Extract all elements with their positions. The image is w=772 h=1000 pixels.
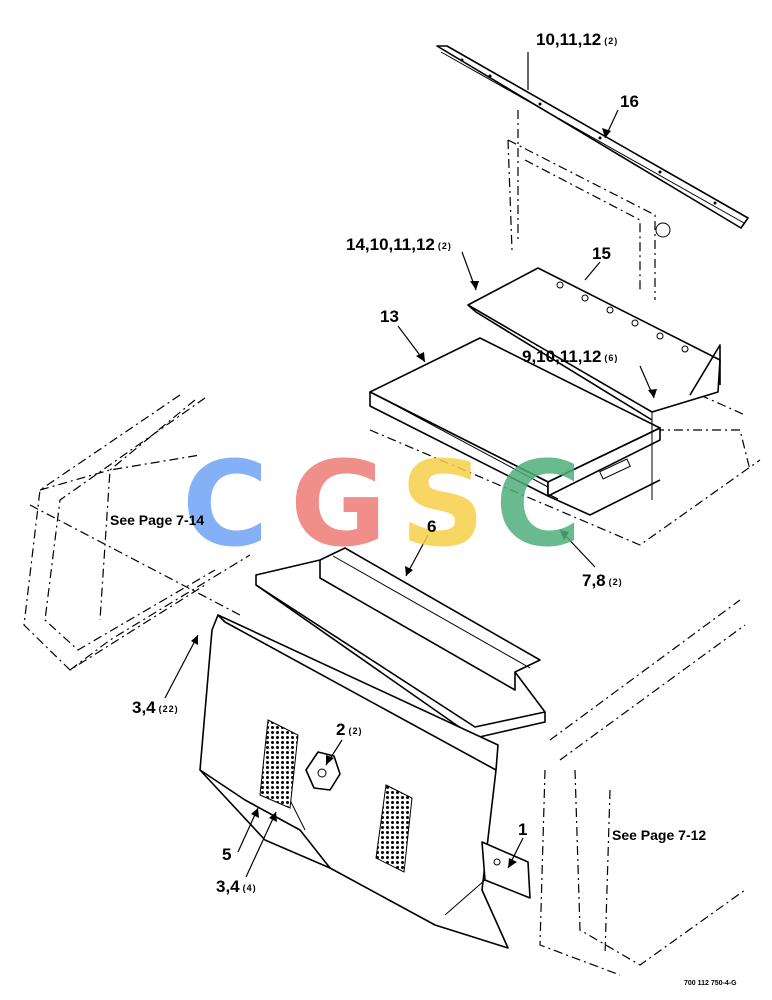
page-ref-right: See Page 7-12: [612, 827, 706, 843]
part-2-knob: [305, 751, 341, 791]
callout-3-4-top: 3,4(22): [132, 698, 179, 717]
watermark-letter: G: [290, 435, 387, 573]
callout-6: 6: [427, 517, 436, 536]
grille-right: [375, 784, 413, 873]
callout-9-10-11-12: 9,10,11,12(6): [522, 347, 618, 366]
callout-16: 16: [620, 92, 639, 111]
watermark-letter: C: [495, 435, 582, 573]
part-13-cover-panel: [369, 337, 661, 516]
watermark-letter: S: [400, 435, 485, 573]
callout-15: 15: [592, 244, 611, 263]
part-1-plate: [481, 841, 531, 899]
callout-13: 13: [380, 307, 399, 326]
callout-10-11-12-top: 10,11,12(2): [536, 30, 618, 49]
callout-14-10-11-12: 14,10,11,12(2): [346, 235, 452, 254]
part-16-angle-bar: [436, 45, 749, 238]
leader-arrowheads: [191, 128, 657, 868]
part-15-plate: [467, 267, 721, 421]
part-6-deflector: [255, 547, 546, 739]
callout-3-4-bottom: 3,4(4): [216, 877, 257, 896]
left-frame-outline: [23, 394, 251, 671]
callout-5: 5: [222, 845, 231, 864]
page-ref-left: See Page 7-14: [110, 512, 204, 528]
main-shield: [199, 614, 531, 949]
watermark: C G S C: [182, 435, 582, 573]
callout-2: 2(2): [336, 720, 362, 739]
drawing-code: 700 112 750-4-G: [684, 980, 737, 987]
watermark-letter: C: [182, 435, 269, 573]
callout-7-8: 7,8(2): [582, 571, 623, 590]
callout-1: 1: [518, 820, 527, 839]
right-frame-outline: [539, 599, 746, 976]
grille-left: [259, 719, 299, 809]
